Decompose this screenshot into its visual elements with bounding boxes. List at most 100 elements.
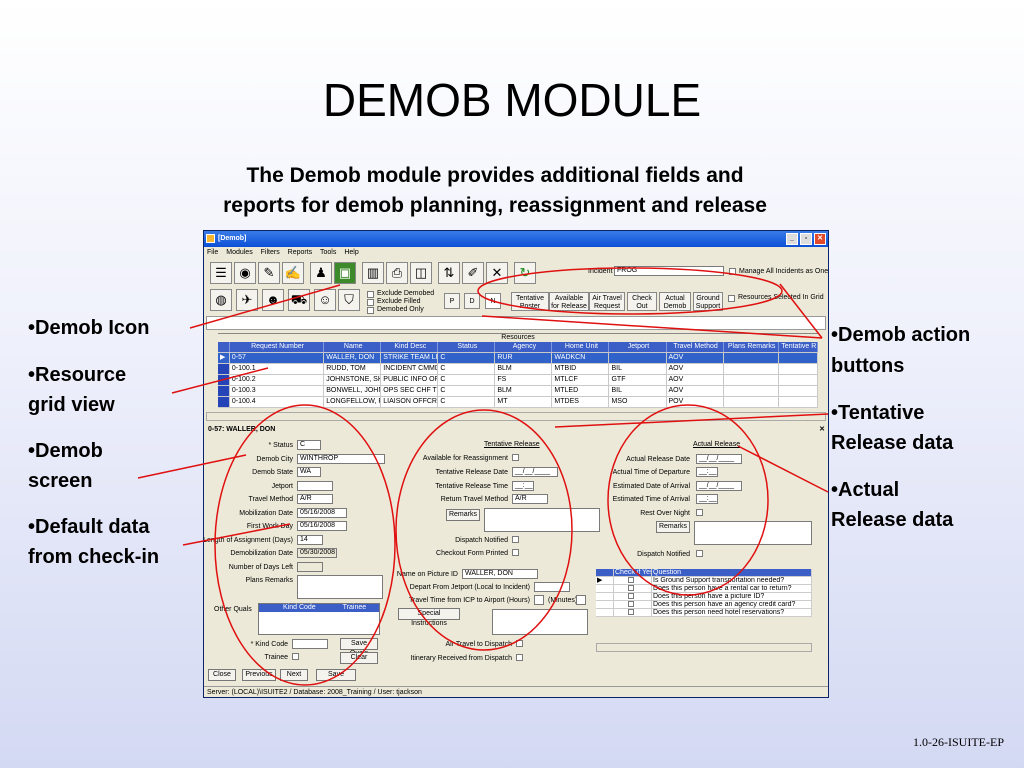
first-work-day-input[interactable]: 05/16/2008 — [297, 521, 347, 531]
travel-hours-input[interactable] — [534, 595, 544, 605]
d-button[interactable]: D — [464, 293, 480, 309]
air-travel-request-button[interactable]: Air Travel Request — [589, 292, 625, 311]
travel-method-select[interactable]: A/R — [297, 494, 333, 504]
menu-reports[interactable]: Reports — [287, 249, 313, 256]
pencil-icon[interactable]: ✎ — [258, 262, 280, 284]
delete-icon[interactable]: ✕ — [486, 262, 508, 284]
available-reassign-checkbox[interactable] — [512, 454, 519, 461]
incident-select[interactable]: FROG — [614, 266, 724, 276]
menu-help[interactable]: Help — [344, 249, 359, 256]
col-jetport[interactable]: Jetport — [609, 342, 667, 352]
return-travel-select[interactable]: A/R — [512, 494, 548, 504]
printer-icon[interactable]: ⎙ — [386, 262, 408, 284]
est-arrival-date-input[interactable]: __/__/____ — [696, 481, 742, 491]
menu-modules[interactable]: Modules — [226, 249, 253, 256]
special-instructions-input[interactable] — [492, 609, 588, 635]
notes-icon[interactable]: ✍ — [282, 262, 304, 284]
tentative-remarks-input[interactable] — [484, 508, 600, 532]
bag-icon[interactable]: ⛉ — [338, 289, 360, 311]
question-checkbox[interactable] — [628, 577, 634, 583]
save-quals-button[interactable]: Save Quals — [340, 638, 378, 657]
question-checkbox[interactable] — [628, 593, 634, 599]
clear-button[interactable]: Clear — [340, 652, 378, 664]
row-selector[interactable]: ▶ — [218, 353, 230, 363]
exclude-filled-checkbox[interactable] — [367, 299, 374, 306]
menu-file[interactable]: File — [207, 249, 219, 256]
actual-dispatch-checkbox[interactable] — [696, 550, 703, 557]
col-name[interactable]: Name — [324, 342, 382, 352]
check-out-button[interactable]: Check Out — [627, 292, 657, 311]
plane-icon[interactable]: ✈ — [236, 289, 258, 311]
list-icon[interactable]: ☰ — [210, 262, 232, 284]
tentative-poster-button[interactable]: Tentative Poster — [511, 292, 549, 311]
n-button[interactable]: N — [485, 293, 501, 309]
col-kind-desc[interactable]: Kind Desc — [381, 342, 439, 352]
checkout-printed-checkbox[interactable] — [512, 549, 519, 556]
person-icon[interactable]: ☺ — [314, 289, 336, 311]
vehicle-icon[interactable]: ⛟ — [288, 289, 310, 311]
close-panel-icon[interactable]: ✕ — [819, 426, 825, 433]
row-selector[interactable] — [218, 375, 230, 385]
ground-support-button[interactable]: Ground Support — [693, 292, 723, 311]
refresh-icon[interactable]: ↻ — [514, 262, 536, 284]
question-checkbox[interactable] — [628, 609, 634, 615]
demob-city-input[interactable]: WINTHROP — [297, 454, 385, 464]
demob-state-select[interactable]: WA — [297, 467, 321, 477]
row-selector[interactable] — [218, 386, 230, 396]
actual-departure-input[interactable]: __:__ — [696, 467, 718, 477]
group-icon[interactable]: ☻ — [262, 289, 284, 311]
special-instructions-button[interactable]: Special Instructions — [398, 608, 460, 627]
travel-minutes-input[interactable] — [576, 595, 586, 605]
people-icon[interactable]: ♟ — [310, 262, 332, 284]
save-button[interactable]: Save — [316, 669, 356, 681]
actual-demob-button[interactable]: Actual Demob — [659, 292, 691, 311]
preview-icon[interactable]: ◫ — [410, 262, 432, 284]
itinerary-checkbox[interactable] — [516, 654, 523, 661]
dispatch-notified-checkbox[interactable] — [512, 536, 519, 543]
minimize-icon[interactable]: _ — [786, 233, 798, 245]
depart-jetport-select[interactable] — [534, 582, 570, 592]
demob-icon[interactable]: ▣ — [334, 262, 356, 284]
name-picture-input[interactable]: WALLER, DON — [462, 569, 538, 579]
col-travel-method[interactable]: Travel Method — [667, 342, 724, 352]
maximize-icon[interactable]: ▫ — [800, 233, 812, 245]
actual-release-date-input[interactable]: __/__/____ — [696, 454, 742, 464]
exclude-demobed-checkbox[interactable] — [367, 291, 374, 298]
length-input[interactable]: 14 — [297, 535, 323, 545]
next-button[interactable]: Next — [280, 669, 308, 681]
available-for-release-button[interactable]: Available for Release — [549, 292, 589, 311]
globe-icon[interactable]: ◉ — [234, 262, 256, 284]
row-selector[interactable] — [218, 397, 230, 407]
question-checkbox[interactable] — [628, 585, 634, 591]
close-button[interactable]: Close — [208, 669, 236, 681]
col-plans-remarks[interactable]: Plans Remarks — [724, 342, 779, 352]
col-request-number[interactable]: Request Number — [230, 342, 325, 352]
previous-button[interactable]: Previous — [242, 669, 276, 681]
col-agency[interactable]: Agency — [495, 342, 553, 352]
col-home-unit[interactable]: Home Unit — [552, 342, 610, 352]
status-select[interactable]: C — [297, 440, 321, 450]
sort-icon[interactable]: ⇅ — [438, 262, 460, 284]
demobed-only-checkbox[interactable] — [367, 307, 374, 314]
close-window-icon[interactable]: ✕ — [814, 233, 826, 245]
actual-remarks-input[interactable] — [694, 521, 812, 545]
actual-remarks-button[interactable]: Remarks — [656, 521, 690, 533]
menu-tools[interactable]: Tools — [320, 249, 337, 256]
est-arrival-time-input[interactable]: __:__ — [696, 494, 718, 504]
p-button[interactable]: P — [444, 293, 460, 309]
col-status[interactable]: Status — [438, 342, 496, 352]
resources-selected-checkbox[interactable] — [728, 295, 735, 302]
menu-filters[interactable]: Filters — [260, 249, 280, 256]
col-tentative[interactable]: Tentative R — [779, 342, 818, 352]
mobilization-date-input[interactable]: 05/16/2008 — [297, 508, 347, 518]
jetport-select[interactable] — [297, 481, 333, 491]
building-icon[interactable]: ▥ — [362, 262, 384, 284]
questions-scrollbar[interactable] — [596, 643, 812, 652]
tentative-date-input[interactable]: __/__/____ — [512, 467, 558, 477]
trainee-checkbox[interactable] — [292, 653, 299, 660]
